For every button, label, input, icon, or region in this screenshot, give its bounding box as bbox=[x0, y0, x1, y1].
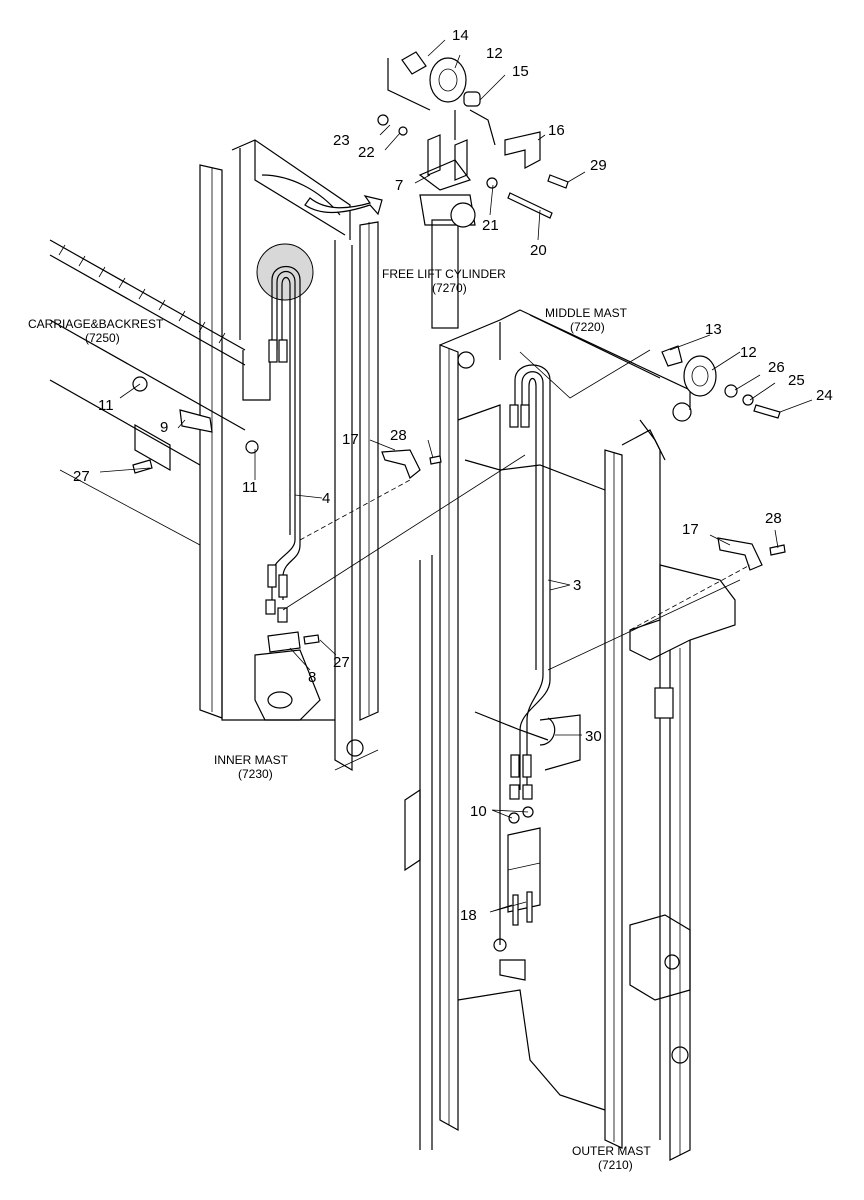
middle-mast-code: (7220) bbox=[570, 320, 605, 334]
callout-17b: 17 bbox=[682, 521, 699, 538]
middle-mast-label: MIDDLE MAST bbox=[545, 306, 628, 320]
callout-18: 18 bbox=[460, 907, 477, 924]
callout-24: 24 bbox=[816, 387, 833, 404]
callout-4: 4 bbox=[322, 490, 330, 507]
callout-12b: 12 bbox=[740, 344, 757, 361]
inner-mast-drawing bbox=[199, 139, 379, 772]
left-small-parts bbox=[132, 376, 786, 653]
carriage-backrest-code: (7250) bbox=[85, 331, 120, 345]
lower-bracket bbox=[507, 806, 541, 926]
free-lift-cylinder-label: FREE LIFT CYLINDER bbox=[382, 267, 506, 281]
callout-17: 17 bbox=[342, 431, 359, 448]
callout-11: 11 bbox=[98, 397, 114, 414]
callout-27: 27 bbox=[73, 468, 90, 485]
free-lift-cylinder-drawing bbox=[387, 58, 496, 329]
callout-26: 26 bbox=[768, 359, 785, 376]
outer-mast-drawing bbox=[404, 555, 736, 1161]
callout-20: 20 bbox=[530, 242, 547, 259]
callout-11b: 11 bbox=[242, 479, 258, 496]
inner-mast-label: INNER MAST bbox=[214, 753, 289, 767]
inner-mast-code: (7230) bbox=[238, 767, 273, 781]
callout-27b: 27 bbox=[333, 654, 350, 671]
callout-10: 10 bbox=[470, 803, 487, 820]
callout-28: 28 bbox=[390, 427, 407, 444]
callout-7: 7 bbox=[395, 177, 403, 194]
carriage-backrest-label: CARRIAGE&BACKREST bbox=[28, 317, 164, 331]
outer-mast-code: (7210) bbox=[598, 1158, 633, 1172]
inner-mast-hoses bbox=[256, 195, 383, 623]
callout-28b: 28 bbox=[765, 510, 782, 527]
callout-30: 30 bbox=[585, 728, 602, 745]
component-labels: FREE LIFT CYLINDER (7270) MIDDLE MAST (7… bbox=[28, 267, 651, 1172]
callout-21: 21 bbox=[482, 217, 499, 234]
callout-9: 9 bbox=[160, 419, 168, 436]
callout-15: 15 bbox=[512, 63, 529, 80]
carriage-drawing bbox=[49, 239, 271, 546]
callout-23: 23 bbox=[333, 132, 350, 149]
callout-14: 14 bbox=[452, 27, 469, 44]
middle-mast-drawing bbox=[439, 309, 692, 1149]
callout-22: 22 bbox=[358, 144, 375, 161]
callout-29: 29 bbox=[590, 157, 607, 174]
top-parts bbox=[377, 51, 781, 419]
outer-mast-label: OUTER MAST bbox=[572, 1144, 651, 1158]
leader-lines bbox=[99, 39, 813, 913]
free-lift-cylinder-code: (7270) bbox=[432, 281, 467, 295]
callout-13: 13 bbox=[705, 321, 722, 338]
callout-16: 16 bbox=[548, 122, 565, 139]
callout-numbers: 14 12 15 23 22 16 29 7 21 20 13 12 26 25… bbox=[73, 27, 833, 924]
callout-25: 25 bbox=[788, 372, 805, 389]
callout-12: 12 bbox=[486, 45, 503, 62]
callout-3: 3 bbox=[573, 577, 581, 594]
callout-8: 8 bbox=[308, 669, 316, 686]
middle-mast-hoses bbox=[474, 364, 581, 800]
